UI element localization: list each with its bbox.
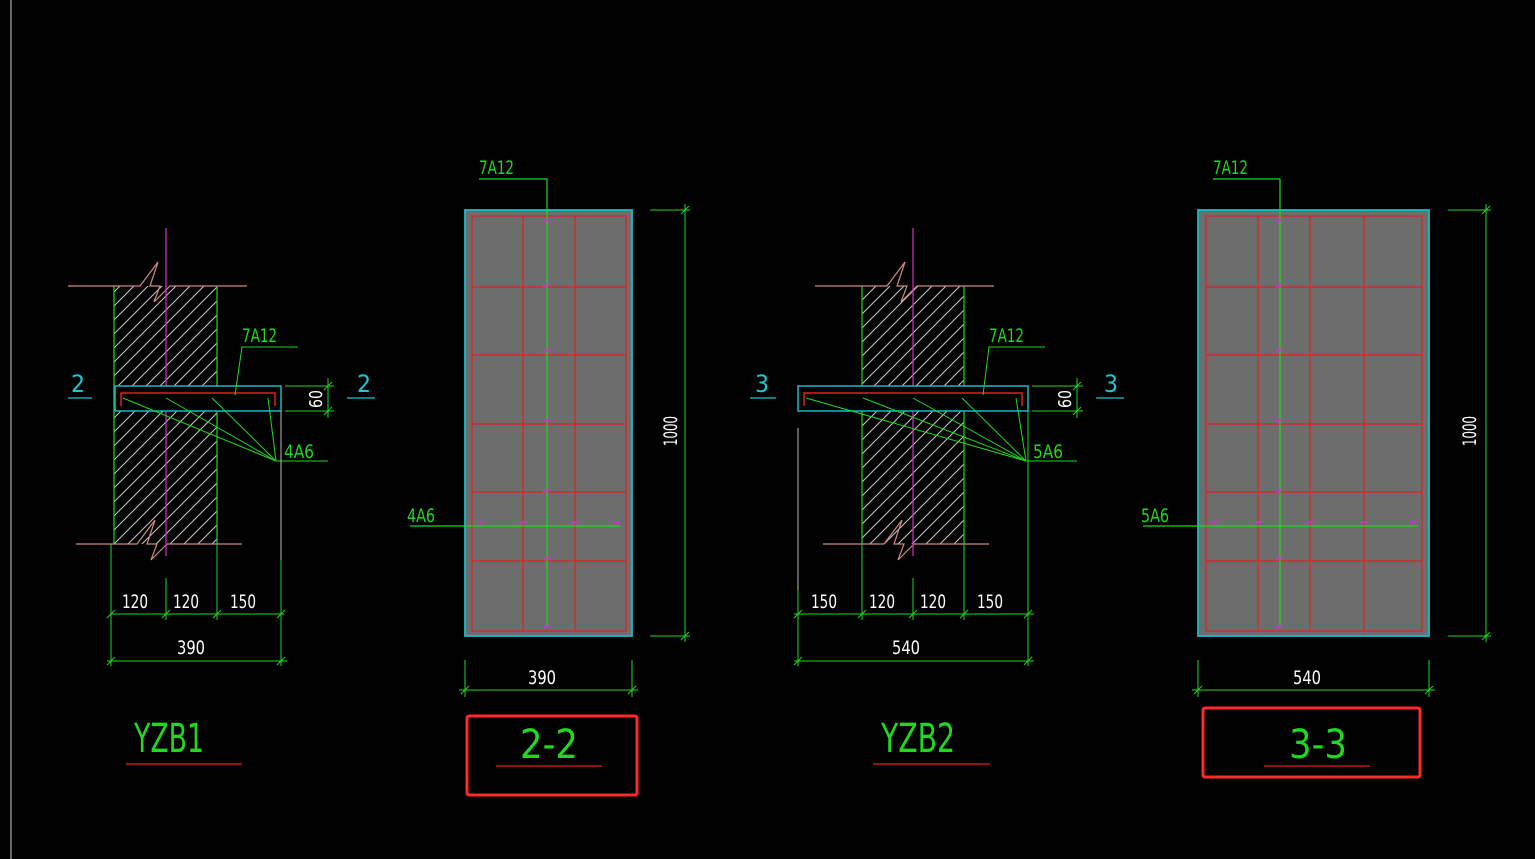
section-width: 540 bbox=[1293, 667, 1321, 689]
yzb1-elevation: 7A12 4A6 2 2 60 120 120 150 bbox=[68, 228, 375, 765]
thickness-dim: 60 bbox=[1055, 390, 1076, 408]
dim-segment: 120 bbox=[869, 591, 895, 613]
section-title: 2-2 bbox=[520, 722, 578, 768]
stirrup-label: 4A6 bbox=[284, 441, 314, 463]
slab-outline bbox=[114, 385, 282, 412]
dim-segment: 150 bbox=[230, 591, 256, 613]
dim-segment: 120 bbox=[920, 591, 946, 613]
dim-segment: 150 bbox=[977, 591, 1003, 613]
section-body bbox=[464, 209, 633, 637]
stirrup-label: 5A6 bbox=[1141, 505, 1169, 527]
yzb2-elevation: 7A12 5A6 3 3 60 150 120 120 150 bbox=[750, 228, 1124, 765]
section-height: 1000 bbox=[1459, 416, 1481, 446]
dim-segment: 120 bbox=[122, 591, 148, 613]
cut-mark-right: 2 bbox=[357, 370, 371, 398]
rebar-leader bbox=[234, 346, 298, 396]
slab-rebar bbox=[120, 392, 276, 406]
dim-total: 540 bbox=[892, 637, 920, 659]
thickness-dim: 60 bbox=[306, 390, 327, 408]
section-3-3: 7A12 5A6 1000 540 3-3 bbox=[1141, 157, 1491, 779]
cut-mark-left: 3 bbox=[755, 370, 769, 398]
section-title: 3-3 bbox=[1289, 722, 1347, 768]
section-body bbox=[1197, 209, 1430, 637]
rebar-leader bbox=[982, 346, 1045, 396]
break-line-top bbox=[815, 261, 994, 303]
highlight-box bbox=[1201, 706, 1422, 779]
stirrup-label: 4A6 bbox=[407, 505, 435, 527]
dim-segment: 120 bbox=[173, 591, 199, 613]
rebar-label: 7A12 bbox=[242, 325, 277, 347]
section-height: 1000 bbox=[660, 416, 682, 446]
break-line-bottom bbox=[823, 519, 989, 561]
highlight-box bbox=[465, 714, 639, 797]
rebar-label: 7A12 bbox=[1213, 157, 1248, 179]
dim-segment: 150 bbox=[811, 591, 837, 613]
elevation-title: YZB1 bbox=[133, 716, 204, 762]
section-2-2: 7A12 4A6 1000 390 2-2 bbox=[407, 157, 690, 797]
dim-total: 390 bbox=[177, 637, 205, 659]
elevation-title: YZB2 bbox=[880, 716, 955, 762]
break-line-top bbox=[68, 261, 247, 303]
cut-mark-left: 2 bbox=[71, 370, 85, 398]
rebar-label: 7A12 bbox=[479, 157, 514, 179]
break-line-bottom bbox=[76, 519, 242, 561]
slab-rebar bbox=[803, 392, 1023, 406]
cut-mark-right: 3 bbox=[1104, 370, 1118, 398]
rebar-label: 7A12 bbox=[989, 325, 1024, 347]
stirrup-label: 5A6 bbox=[1033, 441, 1063, 463]
section-width: 390 bbox=[528, 667, 556, 689]
